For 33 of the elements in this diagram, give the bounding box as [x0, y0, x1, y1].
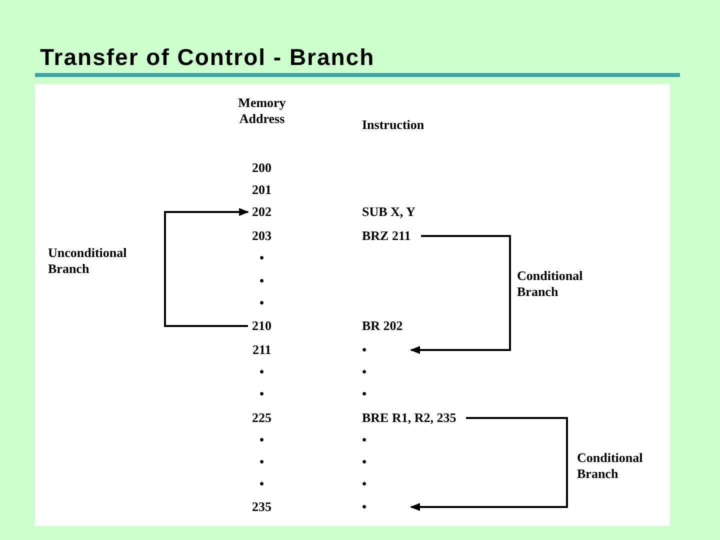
ellipsis-dot: •: [362, 432, 367, 448]
ellipsis-dot: •: [260, 454, 264, 470]
address: 201: [252, 182, 272, 198]
address: 200: [252, 160, 272, 176]
address: 225: [252, 410, 272, 426]
address: 202: [252, 204, 272, 220]
ellipsis-dot: •: [260, 476, 264, 492]
arrow: [164, 208, 249, 327]
arrow: [410, 235, 511, 354]
ellipsis-dot: •: [362, 342, 367, 358]
ellipsis-dot: •: [260, 273, 264, 289]
ellipsis-dot: •: [260, 386, 264, 402]
ellipsis-dot: •: [362, 364, 367, 380]
address: 210: [252, 318, 272, 334]
slide-title: Transfer of Control - Branch: [40, 44, 375, 71]
column-header: Memory Address: [238, 95, 286, 127]
ellipsis-dot: •: [362, 499, 367, 515]
address: 235: [252, 499, 272, 515]
ellipsis-dot: •: [260, 250, 264, 266]
ellipsis-dot: •: [362, 386, 367, 402]
instruction: BRZ 211: [362, 228, 411, 244]
address: 211: [252, 342, 272, 358]
column-header: Instruction: [362, 117, 424, 133]
instruction: BR 202: [362, 318, 403, 334]
ellipsis-dot: •: [362, 476, 367, 492]
ellipsis-dot: •: [260, 364, 264, 380]
ellipsis-dot: •: [260, 295, 264, 311]
arrow: [410, 417, 568, 511]
instruction: BRE R1, R2, 235: [362, 410, 456, 426]
ellipsis-dot: •: [362, 454, 367, 470]
ellipsis-dot: •: [260, 432, 264, 448]
instruction: SUB X, Y: [362, 204, 416, 220]
address: 203: [252, 228, 272, 244]
